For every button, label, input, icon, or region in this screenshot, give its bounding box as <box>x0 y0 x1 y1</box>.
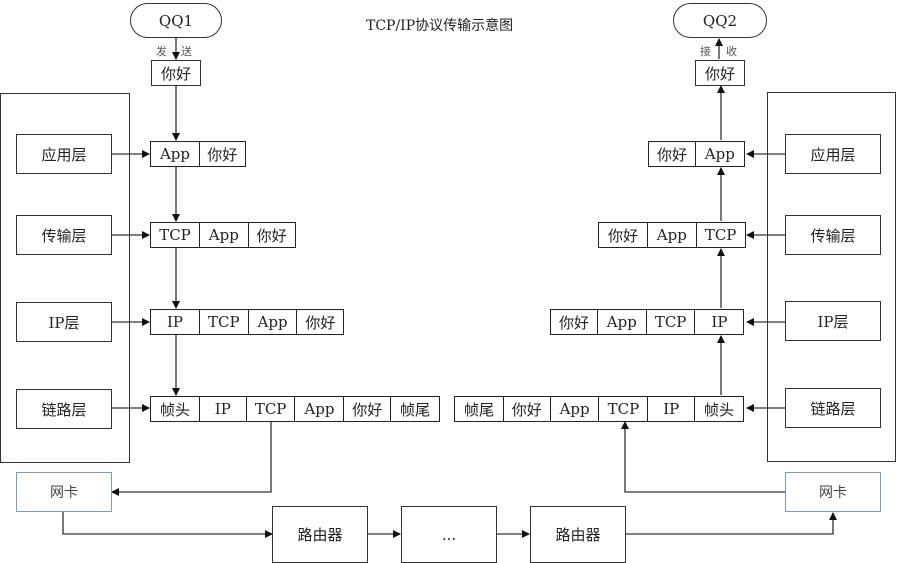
sender-message: 你好 <box>151 60 201 86</box>
left-packet-link: 帧头 IP TCP App 你好 帧尾 <box>150 396 441 422</box>
packet-cell: 你好 <box>198 141 246 167</box>
packet-cell: 帧头 <box>150 396 200 422</box>
left-layer-transport: 传输层 <box>16 215 112 255</box>
right-packet-ip: 你好 App TCP IP <box>550 309 745 335</box>
right-protocol-stack <box>767 92 896 462</box>
right-packet-transport: 你好 App TCP <box>598 222 746 248</box>
packet-cell: App <box>549 396 600 422</box>
packet-cell: IP <box>198 396 247 422</box>
right-packet-link: 帧尾 你好 App TCP IP 帧头 <box>454 396 745 422</box>
packet-cell: 帧头 <box>694 396 745 422</box>
receiver-name: QQ2 <box>702 11 738 30</box>
packet-cell: TCP <box>245 396 296 422</box>
arrow-left-nic-to-router <box>62 512 273 538</box>
left-packet-ip: IP TCP App 你好 <box>150 309 345 335</box>
left-layer-link: 链路层 <box>16 389 112 429</box>
left-layer-label: 传输层 <box>41 226 87 245</box>
router-label: 路由器 <box>297 526 343 544</box>
packet-cell: 帧尾 <box>390 396 441 422</box>
left-nic-label: 网卡 <box>50 485 78 501</box>
packet-cell: 你好 <box>343 396 392 422</box>
right-layer-application: 应用层 <box>785 134 881 174</box>
packet-cell: 你好 <box>247 222 296 248</box>
left-layer-application: 应用层 <box>16 134 112 174</box>
router-2: 路由器 <box>530 506 626 563</box>
packet-cell: 你好 <box>598 222 648 248</box>
sender-message-text: 你好 <box>160 64 191 83</box>
left-network-card: 网卡 <box>16 472 112 512</box>
right-packet-application: 你好 App <box>648 141 745 167</box>
packet-cell: App <box>294 396 345 422</box>
packet-cell: TCP <box>645 309 696 335</box>
diagram-title: TCP/IP协议传输示意图 <box>366 18 514 34</box>
router-1: 路由器 <box>272 506 368 563</box>
left-packet-application: App 你好 <box>150 141 246 167</box>
packet-cell: App <box>694 141 745 167</box>
arrow-right-nic-to-frame <box>621 421 785 493</box>
packet-cell: IP <box>150 309 200 335</box>
packet-cell: TCP <box>198 309 249 335</box>
right-layer-label: 传输层 <box>810 226 856 245</box>
send-label-left: 发 <box>156 45 167 58</box>
receiver-qq2: QQ2 <box>673 3 767 38</box>
left-layer-label: IP层 <box>48 313 80 332</box>
right-nic-label: 网卡 <box>819 485 847 501</box>
packet-cell: App <box>596 309 647 335</box>
sender-qq1: QQ1 <box>130 3 222 38</box>
sender-name: QQ1 <box>158 11 194 30</box>
arrow-router-to-right-nic <box>625 512 837 535</box>
receiver-message-text: 你好 <box>704 64 735 83</box>
packet-cell: TCP <box>695 222 746 248</box>
right-layer-ip: IP层 <box>785 301 881 341</box>
packet-cell: 你好 <box>296 309 345 335</box>
router-label: 路由器 <box>555 526 601 544</box>
packet-cell: IP <box>694 309 745 335</box>
packet-cell: 你好 <box>502 396 551 422</box>
packet-cell: App <box>646 222 697 248</box>
ellipsis-label: ... <box>441 525 457 544</box>
packet-cell: 你好 <box>648 141 696 167</box>
packet-cell: App <box>150 141 200 167</box>
right-layer-label: 应用层 <box>810 145 856 164</box>
receive-label-right: 收 <box>726 45 737 58</box>
left-packet-transport: TCP App 你好 <box>150 222 296 248</box>
arrow-frame-to-left-nic <box>111 421 272 496</box>
packet-cell: IP <box>647 396 696 422</box>
left-layer-label: 链路层 <box>41 400 87 419</box>
receiver-message: 你好 <box>695 60 745 86</box>
packet-cell: TCP <box>598 396 649 422</box>
right-layer-transport: 传输层 <box>785 215 881 255</box>
right-layer-label: IP层 <box>817 312 849 331</box>
right-layer-link: 链路层 <box>785 388 881 428</box>
send-label-right: 送 <box>181 45 192 58</box>
left-layer-ip: IP层 <box>16 302 112 342</box>
receive-label-left: 接 <box>700 45 711 58</box>
right-layer-label: 链路层 <box>810 399 856 418</box>
left-layer-label: 应用层 <box>41 145 87 164</box>
packet-cell: App <box>247 309 298 335</box>
right-network-card: 网卡 <box>785 472 881 512</box>
packet-cell: TCP <box>150 222 200 248</box>
packet-cell: 你好 <box>550 309 598 335</box>
left-protocol-stack <box>0 93 130 463</box>
packet-cell: App <box>198 222 249 248</box>
router-ellipsis: ... <box>401 506 497 563</box>
packet-cell: 帧尾 <box>454 396 504 422</box>
